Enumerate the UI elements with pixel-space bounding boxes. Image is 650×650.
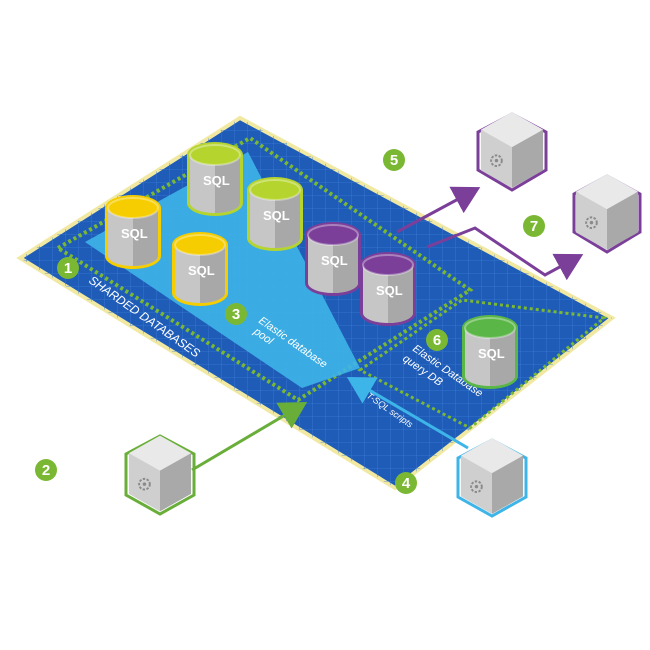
marker-number: 7 bbox=[530, 218, 538, 235]
arrow-to-server-7 bbox=[426, 226, 584, 281]
database-purple-1: SQL bbox=[305, 222, 361, 296]
sql-label: SQL bbox=[263, 208, 290, 223]
sql-label: SQL bbox=[478, 346, 505, 361]
database-green-query: SQL bbox=[462, 315, 518, 389]
marker-6: 6 bbox=[426, 329, 448, 351]
marker-3: 3 bbox=[225, 303, 247, 325]
database-lime-2: SQL bbox=[247, 177, 303, 251]
marker-5: 5 bbox=[383, 149, 405, 171]
database-lime-1: SQL bbox=[187, 142, 243, 216]
marker-4: 4 bbox=[395, 472, 417, 494]
server-box-2 bbox=[124, 434, 196, 516]
marker-number: 6 bbox=[433, 332, 441, 349]
server-box-4 bbox=[456, 437, 528, 518]
database-purple-2: SQL bbox=[360, 252, 416, 326]
arrow-from-server-2 bbox=[191, 401, 308, 472]
marker-number: 3 bbox=[232, 306, 240, 323]
sql-label: SQL bbox=[376, 283, 403, 298]
databases: SQL SQL SQL SQL SQL SQL SQL bbox=[105, 142, 518, 389]
sql-label: SQL bbox=[188, 263, 215, 278]
marker-2: 2 bbox=[35, 459, 57, 481]
marker-7: 7 bbox=[523, 215, 545, 237]
database-yellow-1: SQL bbox=[105, 195, 161, 269]
marker-number: 5 bbox=[390, 152, 398, 169]
query-db-boundary bbox=[357, 298, 608, 430]
database-yellow-2: SQL bbox=[172, 232, 228, 306]
marker-number: 1 bbox=[64, 260, 72, 277]
markers: 1 2 3 4 5 6 7 bbox=[35, 149, 545, 494]
sql-label: SQL bbox=[121, 226, 148, 241]
server-box-7 bbox=[572, 173, 642, 254]
sql-label: SQL bbox=[321, 253, 348, 268]
sql-label: SQL bbox=[203, 173, 230, 188]
marker-number: 4 bbox=[402, 475, 411, 492]
arrow-to-server-5 bbox=[396, 186, 481, 234]
marker-1: 1 bbox=[57, 257, 79, 279]
marker-number: 2 bbox=[42, 462, 50, 479]
sharded-databases-boundary bbox=[54, 135, 474, 403]
server-box-5 bbox=[476, 111, 548, 192]
arrow-from-server-4 bbox=[346, 376, 469, 450]
